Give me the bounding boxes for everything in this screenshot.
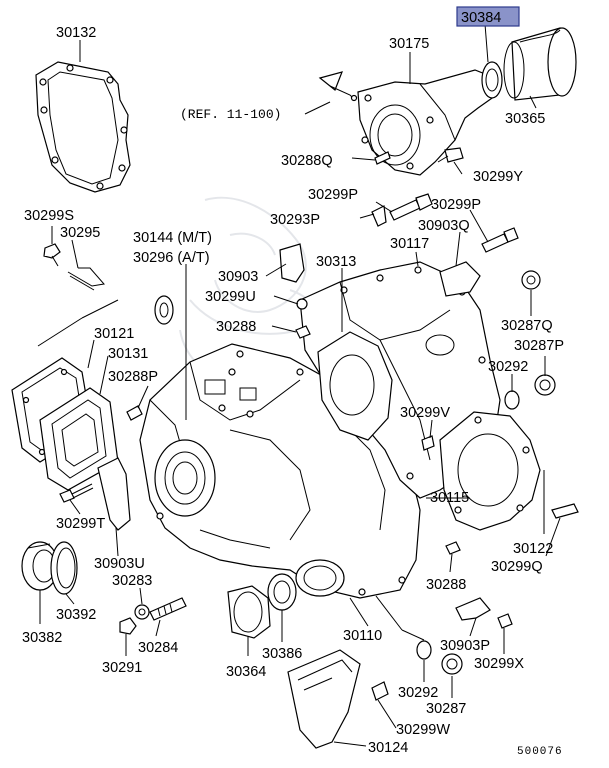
label-30382: 30382 <box>22 630 62 646</box>
pin-30288Q[interactable] <box>374 151 391 165</box>
nut-30291[interactable] <box>119 617 137 635</box>
label-30299W: 30299W <box>396 722 450 738</box>
part-labels: 30132 30384 30175 30365 (REF. 11-100) 30… <box>22 6 564 758</box>
label-30903P: 30903P <box>440 638 490 654</box>
label-30299T: 30299T <box>56 516 105 532</box>
protector-30124[interactable] <box>287 649 361 749</box>
seal-30364[interactable] <box>227 585 271 639</box>
stud-30284[interactable] <box>149 597 187 621</box>
bolt-30299W[interactable] <box>371 681 389 701</box>
pin-30288P[interactable] <box>126 405 143 421</box>
bolt-30299T[interactable] <box>59 483 94 503</box>
label-30292-b: 30292 <box>398 685 438 701</box>
label-30287Q: 30287Q <box>501 318 553 334</box>
nut-30283[interactable] <box>134 604 150 620</box>
label-30386: 30386 <box>262 646 302 662</box>
bolt-30299X[interactable] <box>497 613 513 629</box>
ref-clip <box>318 71 358 102</box>
label-30296: 30296 (A/T) <box>133 250 210 266</box>
ref-label: (REF. 11-100) <box>180 107 281 122</box>
label-30293P: 30293P <box>270 212 320 228</box>
pin-30288[interactable] <box>295 325 311 339</box>
label-30287P: 30287P <box>514 338 564 354</box>
bracket-30903[interactable] <box>279 243 305 283</box>
label-30115: 30115 <box>430 490 469 506</box>
label-30903U: 30903U <box>94 556 145 572</box>
label-30299Y: 30299Y <box>473 169 523 185</box>
bolt-30299P-b[interactable] <box>481 227 519 253</box>
label-30299S: 30299S <box>24 208 74 224</box>
bolt-30299Q[interactable] <box>551 503 579 519</box>
label-30110: 30110 <box>343 628 382 644</box>
label-30299P-b: 30299P <box>431 197 481 213</box>
bolt-30299P-a[interactable] <box>389 193 433 221</box>
oil-seal-30384[interactable] <box>481 61 503 99</box>
gasket-30132[interactable] <box>35 61 131 193</box>
diagram-code: 500076 <box>517 746 563 758</box>
label-30299P-a: 30299P <box>308 187 358 203</box>
label-30144: 30144 (M/T) <box>133 230 212 246</box>
pin-30288-b[interactable] <box>445 541 461 555</box>
label-30132: 30132 <box>56 25 96 41</box>
seal-30386[interactable] <box>267 573 297 611</box>
label-30131: 30131 <box>108 346 148 362</box>
bolt-30299U[interactable] <box>296 298 308 310</box>
bracket-30293P[interactable] <box>371 205 387 227</box>
label-30299Q: 30299Q <box>491 559 543 575</box>
plug-30287[interactable] <box>441 653 463 675</box>
dust-cover-30365[interactable] <box>503 27 577 101</box>
label-30384: 30384 <box>461 10 501 26</box>
label-30292-a: 30292 <box>488 359 528 375</box>
label-30117: 30117 <box>390 236 429 252</box>
washer-30292-b[interactable] <box>416 640 432 660</box>
label-30283: 30283 <box>112 573 152 589</box>
o-ring-30392[interactable] <box>50 541 78 595</box>
label-30175: 30175 <box>389 36 429 52</box>
bracket-30903Q[interactable] <box>439 261 481 297</box>
spring-30295[interactable] <box>67 267 105 291</box>
label-30287: 30287 <box>426 701 466 717</box>
bolt-30299S[interactable] <box>43 243 61 267</box>
label-30124: 30124 <box>368 740 408 756</box>
label-30284: 30284 <box>138 640 178 656</box>
label-30903Q: 30903Q <box>418 218 470 234</box>
bolt-30299V[interactable] <box>421 435 435 451</box>
bracket-30903U[interactable] <box>97 457 131 531</box>
label-30903: 30903 <box>218 269 258 285</box>
label-30288P: 30288P <box>108 369 158 385</box>
gasket-30131[interactable] <box>39 387 119 491</box>
label-30122: 30122 <box>513 541 553 557</box>
label-30288-b: 30288 <box>426 577 466 593</box>
label-30392: 30392 <box>56 607 96 623</box>
extension-housing-30175[interactable] <box>357 69 496 176</box>
bracket-30903P[interactable] <box>455 597 491 621</box>
label-30365: 30365 <box>505 111 545 127</box>
label-30295: 30295 <box>60 225 100 241</box>
highlight-box <box>456 6 520 27</box>
gasket-30313[interactable] <box>317 331 393 441</box>
label-30291: 30291 <box>102 660 142 676</box>
label-30313: 30313 <box>316 254 356 270</box>
label-30299U: 30299U <box>205 289 256 305</box>
plug-30287Q[interactable] <box>521 270 541 290</box>
washer-30292-a[interactable] <box>504 390 520 410</box>
label-30121: 30121 <box>94 326 134 342</box>
bolt-30299Y[interactable] <box>437 147 464 163</box>
label-30299V: 30299V <box>400 405 450 421</box>
label-30288: 30288 <box>216 319 256 335</box>
label-30288Q: 30288Q <box>281 153 333 169</box>
plug-30287P[interactable] <box>534 374 556 396</box>
label-30364: 30364 <box>226 664 266 680</box>
leader-lines <box>39 23 561 747</box>
label-30299X: 30299X <box>474 656 524 672</box>
plug-30296[interactable] <box>154 295 174 325</box>
cover-30122[interactable] <box>439 411 541 531</box>
